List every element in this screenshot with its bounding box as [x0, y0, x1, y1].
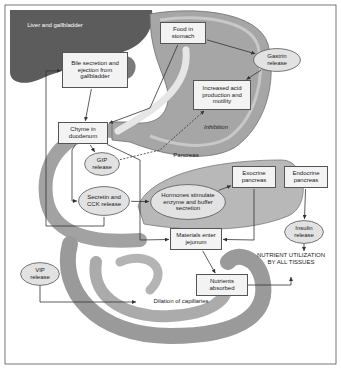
process-box: Food in stomach — [160, 22, 206, 44]
connector-arrow — [304, 189, 305, 219]
process-box: Materials enter jejunum — [170, 228, 222, 250]
oval-shape — [85, 153, 120, 176]
node-text: GIP release — [90, 157, 114, 171]
node-text: Food in stomach — [164, 26, 202, 40]
duodenum-shape — [46, 131, 140, 241]
process-box: Bile secretion and ejection from gallbla… — [62, 52, 128, 88]
pancreas-shape — [138, 160, 303, 229]
intestine-shape — [68, 244, 264, 336]
node-text: VIP release — [26, 267, 54, 281]
oval-shape — [151, 185, 226, 220]
process-box: Chyme in duodenum — [58, 122, 108, 144]
stomach-fold — [150, 18, 260, 146]
node-text: Endocrine pancreas — [288, 170, 324, 184]
process-box: Endocrine pancreas — [284, 166, 328, 188]
connector-arrow — [120, 111, 204, 160]
hormone-oval: Gastrin release — [253, 48, 301, 72]
leader-arrow — [40, 283, 136, 302]
oval-shape — [21, 263, 60, 286]
node-text-group: Nutrients absorbed — [200, 278, 244, 292]
connector-arrow — [72, 145, 77, 201]
oval-shape — [79, 187, 130, 216]
process-box: Nutrients absorbed — [196, 274, 248, 296]
node-text-group: Gastrin release — [260, 53, 294, 67]
node-text-group: Materials enter jejunum — [174, 232, 218, 246]
organ-label: Pancreas — [168, 152, 204, 159]
node-text: Gastrin release — [260, 53, 294, 67]
hormone-oval: GIP release — [84, 152, 120, 176]
organ-label: Liver and gallbladder — [24, 22, 86, 29]
node-text: Materials enter jejunum — [174, 232, 218, 246]
connector-arrow — [223, 189, 254, 240]
node-text-group: Endocrine pancreas — [288, 170, 324, 184]
node-text: Hormones stimulate enzyme and buffer sec… — [158, 192, 218, 213]
node-text-group: VIP release — [26, 267, 54, 281]
node-text: Bile secretion and ejection from gallbla… — [67, 60, 123, 81]
leader-arrow — [248, 277, 291, 285]
node-text: Chyme in duodenum — [62, 126, 104, 140]
oval-shape — [285, 221, 324, 244]
node-text: Nutrients absorbed — [200, 278, 244, 292]
node-text: Increased acid production and motility — [197, 85, 247, 106]
connector-arrow — [246, 70, 261, 79]
node-text: Exocrine pancreas — [236, 170, 272, 184]
liver-shape — [10, 10, 152, 83]
frame — [5, 5, 336, 364]
node-text-group: Secretin and CCK release — [85, 194, 123, 208]
node-text: Secretin and CCK release — [85, 194, 123, 208]
connector-arrow — [203, 251, 216, 273]
connector-arrow — [85, 89, 91, 121]
node-text-group: Food in stomach — [164, 26, 202, 40]
hormone-oval: Insulin release — [284, 220, 324, 244]
process-box: Increased acid production and motility — [193, 80, 251, 110]
node-text-group: Hormones stimulate enzyme and buffer sec… — [158, 192, 218, 213]
node-text-group: Increased acid production and motility — [197, 85, 247, 106]
hormone-oval: Hormones stimulate enzyme and buffer sec… — [150, 184, 226, 220]
effect-label: Dilation of capillaries — [138, 298, 224, 305]
connector-arrow — [90, 145, 94, 152]
flow-band — [118, 50, 186, 131]
node-text-group: Chyme in duodenum — [62, 126, 104, 140]
stomach-shape — [112, 11, 271, 156]
node-text-group: Bile secretion and ejection from gallbla… — [67, 60, 123, 81]
connector-arrow — [207, 40, 255, 54]
process-box: Exocrine pancreas — [232, 166, 276, 188]
node-text-group: GIP release — [90, 157, 114, 171]
connector-arrow — [219, 186, 231, 191]
hormone-oval: VIP release — [20, 262, 60, 286]
node-text-group: Insulin release — [290, 225, 318, 239]
outcome-label: NUTRIENT UTILIZATION BY ALL TISSUES — [256, 252, 326, 266]
edge-label: Inhibition — [198, 124, 234, 131]
leader-arrow — [304, 243, 305, 251]
node-text: Insulin release — [290, 225, 318, 239]
hormone-oval: Secretin and CCK release — [78, 186, 130, 216]
node-text-group: Exocrine pancreas — [236, 170, 272, 184]
oval-shape — [254, 49, 301, 72]
intestine-loop — [120, 258, 158, 290]
